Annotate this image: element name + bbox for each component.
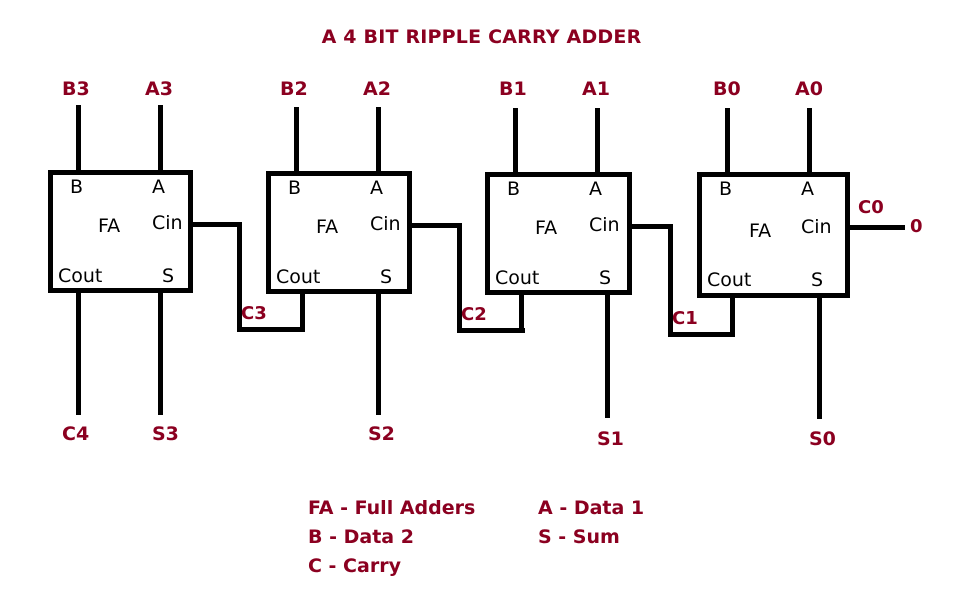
pin-label-a-fa3: A xyxy=(152,176,165,198)
pin-label-a-fa2: A xyxy=(370,177,383,199)
wire-input-b1 xyxy=(513,108,518,175)
wire-carry-c3-seg-bottom xyxy=(237,327,305,332)
pin-label-cout-fa3: Cout xyxy=(58,265,103,287)
pin-label-s-fa2: S xyxy=(380,266,393,288)
legend-item-b: B - Data 2 xyxy=(308,526,414,548)
full-adder-block-fa3 xyxy=(48,170,193,293)
input-label-b2: B2 xyxy=(280,78,308,100)
input-label-b1: B1 xyxy=(499,78,527,100)
wire-carry-c2-seg-top xyxy=(410,223,462,228)
pin-label-a-fa1: A xyxy=(589,178,602,200)
legend-item-c: C - Carry xyxy=(308,555,401,577)
pin-label-cin-fa3: Cin xyxy=(152,212,183,234)
wire-carry-c2-seg-bottom xyxy=(457,328,525,333)
wire-carry-c2-seg-riser xyxy=(519,292,524,332)
pin-label-a-fa0: A xyxy=(801,178,814,200)
wire-input-a0 xyxy=(807,108,812,175)
page-title: A 4 BIT RIPPLE CARRY ADDER xyxy=(321,26,642,48)
full-adder-block-fa1 xyxy=(485,172,632,295)
carry-label-c1: C1 xyxy=(672,308,698,329)
wire-input-a3 xyxy=(158,105,163,173)
input-label-a0: A0 xyxy=(795,78,823,100)
full-adder-block-fa0 xyxy=(697,172,850,298)
block-label-fa3: FA xyxy=(98,215,121,237)
output-label-s2: S2 xyxy=(368,423,395,445)
wire-output-s1 xyxy=(605,292,610,418)
carry-label-c0: C0 xyxy=(858,197,884,218)
input-label-a2: A2 xyxy=(363,78,391,100)
pin-label-cout-fa0: Cout xyxy=(707,269,752,291)
input-label-b0: B0 xyxy=(713,78,741,100)
legend-item-s: S - Sum xyxy=(538,526,620,548)
wire-output-s2 xyxy=(376,291,381,415)
pin-label-cin-fa1: Cin xyxy=(589,214,620,236)
pin-label-s-fa1: S xyxy=(599,267,612,289)
pin-label-b-fa3: B xyxy=(70,176,84,198)
pin-label-b-fa1: B xyxy=(507,178,521,200)
output-label-s3: S3 xyxy=(152,423,179,445)
block-label-fa0: FA xyxy=(749,220,772,242)
legend-item-fa: FA - Full Adders xyxy=(308,497,476,519)
block-label-fa1: FA xyxy=(535,217,558,239)
pin-label-s-fa3: S xyxy=(162,265,175,287)
pin-label-cin-fa2: Cin xyxy=(370,213,401,235)
pin-label-cin-fa0: Cin xyxy=(801,216,832,238)
wire-output-s0 xyxy=(817,295,822,419)
wire-carry-c3-seg-vert xyxy=(237,222,242,332)
wire-input-b2 xyxy=(294,107,299,174)
wire-carry-c1-seg-bottom xyxy=(668,332,735,337)
pin-label-b-fa0: B xyxy=(719,178,733,200)
input-label-b3: B3 xyxy=(62,78,90,100)
input-label-a1: A1 xyxy=(582,78,610,100)
wire-output-s3 xyxy=(158,290,163,415)
wire-input-a1 xyxy=(595,108,600,175)
wire-carry-c1-seg-top xyxy=(630,224,673,229)
wire-input-b3 xyxy=(76,105,81,173)
block-label-fa2: FA xyxy=(316,216,339,238)
output-label-s1: S1 xyxy=(597,428,624,450)
legend-item-a: A - Data 1 xyxy=(538,497,645,519)
output-label-c4: C4 xyxy=(62,423,90,445)
pin-label-cout-fa2: Cout xyxy=(276,266,321,288)
wire-carry-in-c0 xyxy=(848,225,905,230)
carry-label-c3: C3 xyxy=(241,303,267,324)
wire-input-a2 xyxy=(376,107,381,174)
output-label-s0: S0 xyxy=(809,428,836,450)
pin-label-b-fa2: B xyxy=(288,177,302,199)
wire-carry-c3-seg-riser xyxy=(300,291,305,331)
wire-output-c4 xyxy=(76,290,81,415)
wire-carry-c2-seg-vert xyxy=(457,223,462,333)
pin-label-cout-fa1: Cout xyxy=(495,267,540,289)
wire-carry-c1-seg-riser xyxy=(730,296,735,336)
carry-label-c2: C2 xyxy=(461,304,487,325)
input-label-a3: A3 xyxy=(145,78,173,100)
carry-in-value-zero: 0 xyxy=(910,216,923,237)
wire-input-b0 xyxy=(725,108,730,175)
full-adder-block-fa2 xyxy=(266,171,412,294)
pin-label-s-fa0: S xyxy=(811,269,824,291)
wire-carry-c3-seg-top xyxy=(191,222,242,227)
wire-carry-c1-seg-vert xyxy=(668,224,673,337)
